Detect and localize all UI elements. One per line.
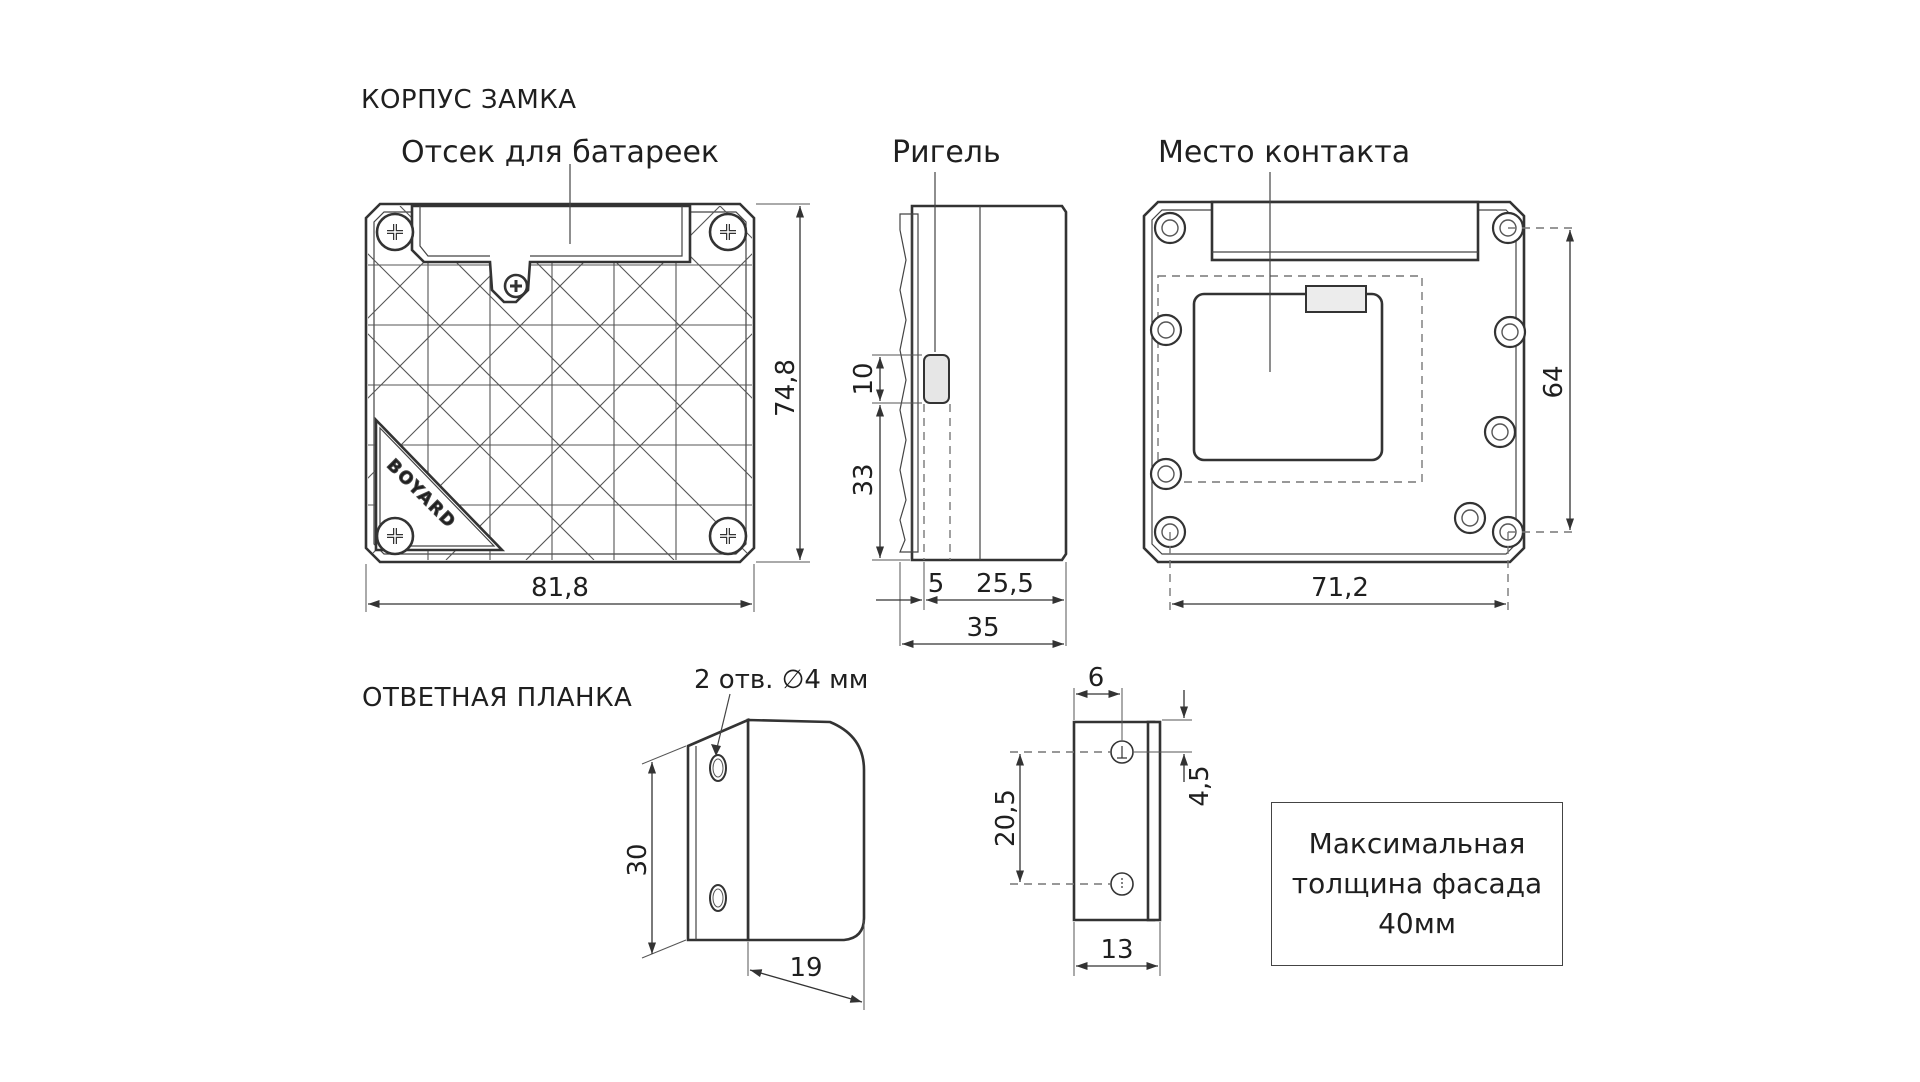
contact-tab-icon [1305, 285, 1367, 313]
front-view: BOYARD Отсек для батареек [364, 135, 810, 612]
mount-hole-icon [1153, 211, 1187, 245]
strike-depth-dim: 19 [789, 953, 822, 983]
front-grid [368, 206, 752, 560]
side-front-depth-dim: 5 [928, 569, 945, 599]
mount-hole-icon [1453, 501, 1487, 535]
battery-compartment-label: Отсек для батареек [401, 135, 719, 170]
strike-side-hole-offset-dim: 4,5 [1185, 765, 1215, 806]
holes-callout-label: 2 отв. ∅4 мм [694, 665, 868, 695]
note-line-3: 40мм [1378, 907, 1456, 940]
back-vertical-dim: 64 [1539, 365, 1569, 398]
strike-side-hole-spacing-dim: 20,5 [991, 789, 1021, 847]
bolt-offset-dim: 33 [849, 463, 879, 496]
bolt-icon [923, 354, 950, 404]
strike-side-width-dim: 13 [1100, 935, 1133, 965]
strike-hole-icon [709, 884, 727, 912]
strike-side-hole-icon [1110, 872, 1134, 896]
side-total-depth-dim: 35 [966, 613, 999, 643]
side-view: Ригель 10 33 5 25,5 35 [849, 135, 1068, 649]
screw-center-icon [503, 273, 529, 299]
note-line-2: толщина фасада [1291, 867, 1543, 900]
screw-bottom-right-icon [708, 516, 748, 556]
mount-hole-icon [1493, 315, 1527, 349]
strike-plate-iso-view: 2 отв. ∅4 мм 30 19 [623, 665, 868, 1010]
back-view: Место контакта 64 71,2 [1142, 135, 1578, 612]
strike-hole-icon [709, 754, 727, 782]
screw-bottom-left-icon [375, 516, 415, 556]
bolt-label: Ригель [892, 135, 1001, 170]
contact-point-label: Место контакта [1158, 135, 1410, 170]
front-height-dim: 74,8 [771, 359, 801, 417]
bolt-height-dim: 10 [849, 362, 879, 395]
lock-body-section-title: КОРПУС ЗАМКА [361, 85, 577, 115]
side-body-depth-dim: 25,5 [976, 569, 1034, 599]
screw-top-right-icon [708, 212, 748, 252]
note-line-1: Максимальная [1308, 827, 1526, 860]
strike-side-hole-icon [1110, 740, 1134, 764]
strike-plate-side-view: 6 4,5 20,5 13 [991, 663, 1215, 976]
mount-hole-icon [1483, 415, 1517, 449]
strike-plate-section-title: ОТВЕТНАЯ ПЛАНКА [362, 683, 632, 713]
mount-hole-icon [1149, 313, 1183, 347]
facade-thickness-note: Максимальная толщина фасада 40мм [1271, 802, 1563, 966]
mount-hole-icon [1149, 457, 1183, 491]
strike-height-dim: 30 [623, 843, 653, 876]
front-width-dim: 81,8 [531, 573, 589, 603]
strike-side-top-dim: 6 [1088, 663, 1105, 693]
screw-top-left-icon [375, 212, 415, 252]
back-horizontal-dim: 71,2 [1311, 573, 1369, 603]
